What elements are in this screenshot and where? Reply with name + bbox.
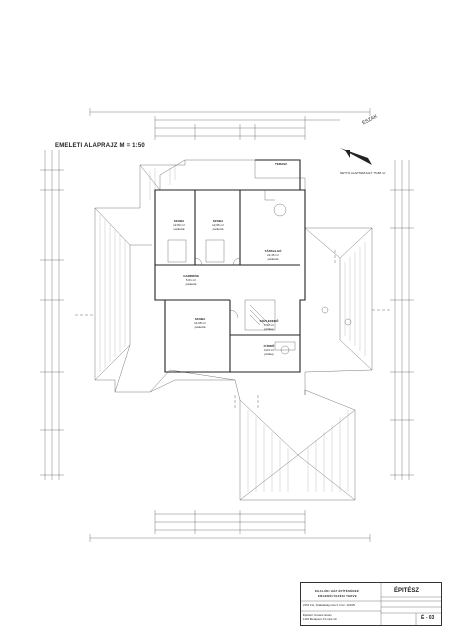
- net-area-note: NETTÓ ALAPTERÜLET: 75,88 m²: [340, 171, 386, 175]
- roof-hatch: [99, 165, 366, 492]
- project-title-line1: EGALÁDI HÁZ ÉPÍTÉSÉNEK: [315, 589, 360, 593]
- walls: [154, 159, 306, 373]
- plan-title: EMELETI ALAPRAJZ M = 1:50: [55, 143, 145, 149]
- title-block-grid: [301, 583, 441, 625]
- firm-logo: ÉPITÉSZ: [394, 588, 420, 594]
- roof-outline: [94, 159, 373, 501]
- client-line1: Építtető: Kovács István: [303, 613, 332, 617]
- title-block: EGALÁDI HÁZ ÉPÍTÉSÉNEK ENGEDÉLYEZÉSI TER…: [300, 582, 442, 626]
- project-address: 2151 Fót, Szabadság utca 3. hrsz. 1234/5: [303, 603, 355, 607]
- north-arrow: [340, 148, 372, 165]
- sheet-number: É - 03: [421, 615, 435, 621]
- client-line2: 1145 Budapest, Fő utca 10.: [303, 617, 338, 621]
- room-label-terasz: TERASZ: [275, 162, 287, 166]
- project-title-line2: ENGEDÉLYEZÉSI TERVE: [318, 594, 357, 598]
- furniture-and-doors: [167, 190, 352, 355]
- dimension-lines: [40, 108, 414, 542]
- section-lines: [75, 250, 390, 410]
